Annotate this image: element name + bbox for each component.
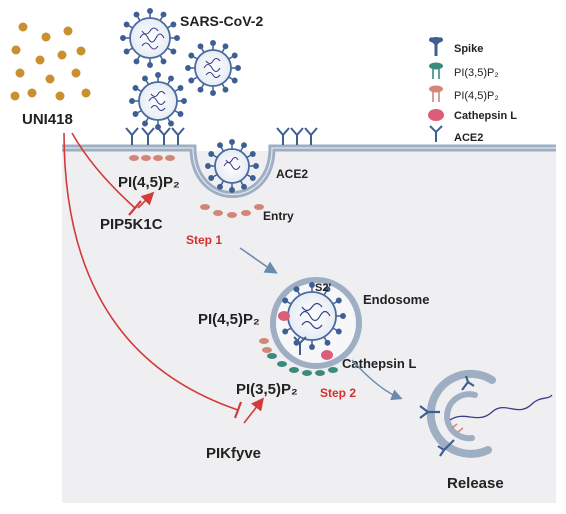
pi45p2-endosome-label: PI(4,5)P₂ bbox=[198, 311, 260, 328]
endosome-label: Endosome bbox=[363, 292, 429, 307]
legend-cathepsin-icon bbox=[428, 109, 444, 121]
release-label: Release bbox=[447, 475, 504, 492]
legend: Spike PI(3,5)P₂ PI(4,5)P₂ Cathepsin L AC… bbox=[428, 36, 517, 144]
released-rna bbox=[449, 394, 553, 421]
endosome-to-release-arrow bbox=[351, 359, 403, 401]
virus-label: SARS-CoV-2 bbox=[180, 13, 263, 29]
legend-pi45p2-label: PI(4,5)P₂ bbox=[454, 90, 499, 102]
legend-cathepsin-label: Cathepsin L bbox=[454, 110, 517, 122]
sars-cov-2-virus-3 bbox=[129, 72, 187, 130]
legend-spike-label: Spike bbox=[454, 43, 483, 55]
endosome-pi45p2-lipids bbox=[259, 338, 272, 353]
pikfyve-activation-arrow bbox=[243, 397, 264, 424]
cathepsin-endosome-2 bbox=[321, 350, 333, 360]
legend-pi45p2-icon bbox=[429, 85, 443, 102]
ace2-receptors-left bbox=[125, 127, 185, 145]
legend-spike-icon bbox=[428, 36, 444, 56]
pikfyve-label: PIKfyve bbox=[206, 445, 261, 462]
uni418-molecules bbox=[10, 22, 91, 101]
ace2-receptors-right bbox=[276, 127, 318, 145]
ace2-membrane-label: ACE2 bbox=[276, 167, 308, 181]
pip5k1c-label: PIP5K1C bbox=[100, 216, 163, 233]
pi45p2-membrane-label: PI(4,5)P₂ bbox=[118, 174, 180, 191]
entry-pi45p2-lipids bbox=[200, 204, 264, 218]
sars-cov-2-virus-2 bbox=[185, 40, 241, 96]
s2prime-label: S2′ bbox=[315, 282, 331, 294]
entering-virus bbox=[205, 139, 259, 193]
endosome bbox=[270, 277, 362, 369]
drug-name: UNI418 bbox=[22, 111, 73, 128]
release-endosome bbox=[419, 369, 553, 458]
inhibition-line-pip5k1c bbox=[71, 132, 136, 209]
sars-cov-2-virus-1 bbox=[120, 8, 180, 68]
cathepsin-endosome-label: Cathepsin L bbox=[342, 356, 416, 371]
pi45p2-membrane-lipids bbox=[129, 155, 175, 161]
cathepsin-endosome-1 bbox=[278, 311, 290, 321]
entry-label: Entry bbox=[263, 209, 294, 223]
pi35p2-endosome-label: PI(3,5)P₂ bbox=[236, 381, 298, 398]
legend-pi35p2-icon bbox=[429, 62, 443, 79]
entry-to-endosome-arrow bbox=[239, 247, 278, 274]
endosome-pi35p2-lipids bbox=[267, 353, 338, 376]
inhibition-line-pikfyve bbox=[63, 132, 239, 411]
legend-ace2-icon bbox=[429, 125, 443, 142]
legend-pi35p2-label: PI(3,5)P₂ bbox=[454, 67, 499, 79]
step2-label: Step 2 bbox=[320, 386, 356, 400]
legend-ace2-label: ACE2 bbox=[454, 132, 483, 144]
step1-label: Step 1 bbox=[186, 233, 222, 247]
pip5k1c-activation-arrow bbox=[137, 191, 155, 209]
